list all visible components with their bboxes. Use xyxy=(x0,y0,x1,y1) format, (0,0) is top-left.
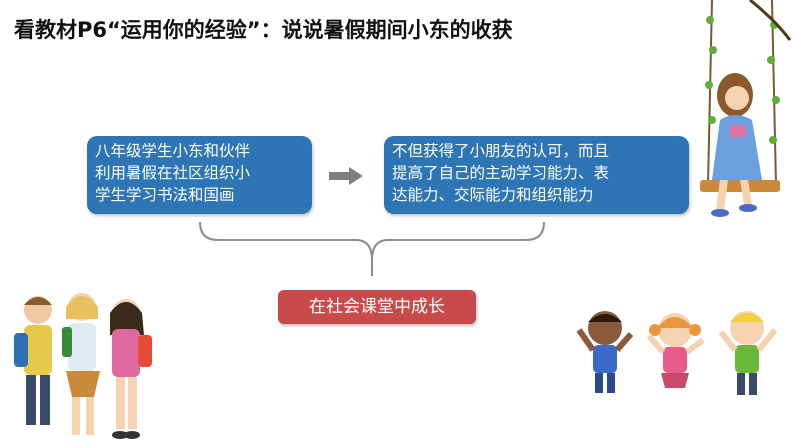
right-box-line: 达能力、交际能力和组织能力 xyxy=(392,186,594,204)
jumping-kids-illustration xyxy=(576,311,778,395)
right-box-line: 提高了自己的主动学习能力、表 xyxy=(392,164,610,182)
bracket-connector xyxy=(199,221,545,276)
right-text-box: 不但获得了小朋友的认可，而且 提高了自己的主动学习能力、表 达能力、交际能力和组… xyxy=(384,136,689,214)
left-box-line: 八年级学生小东和伙伴 xyxy=(95,142,251,160)
page-title: 看教材P6“运用你的经验”：说说暑假期间小东的收获 xyxy=(14,18,513,42)
right-arrow-icon xyxy=(329,167,363,185)
left-box-line: 利用暑假在社区组织小 xyxy=(95,164,251,182)
students-with-backpacks-illustration xyxy=(14,293,152,439)
result-label: 在社会课堂中成长 xyxy=(278,290,476,324)
right-box-line: 不但获得了小朋友的认可，而且 xyxy=(392,142,610,160)
left-box-line: 学生学习书法和国画 xyxy=(95,186,235,204)
left-text-box: 八年级学生小东和伙伴 利用暑假在社区组织小 学生学习书法和国画 xyxy=(87,136,312,214)
girl-on-swing-illustration xyxy=(700,0,792,217)
